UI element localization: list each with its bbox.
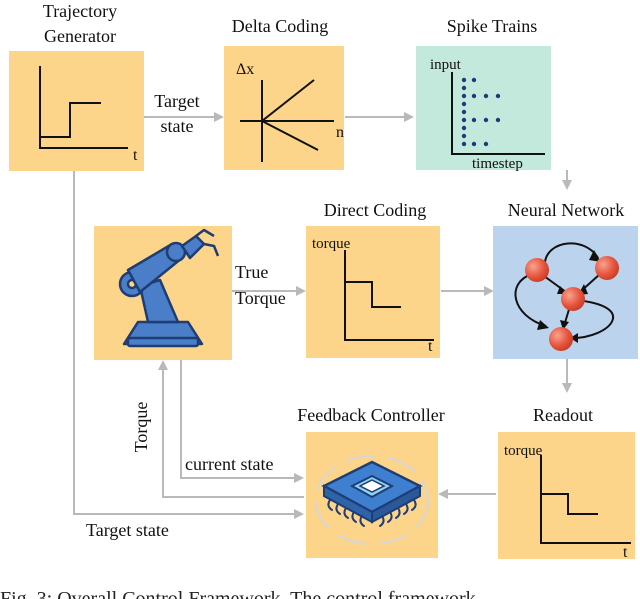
spike-dot	[471, 77, 477, 83]
figure-caption: Fig. 3: Overall Control Framework. The c…	[0, 588, 476, 599]
spike-title: Spike Trains	[447, 16, 538, 36]
block-robot-arm	[94, 226, 232, 360]
spike-axis-y: input	[430, 57, 462, 73]
delta-axis-x: n	[336, 124, 344, 141]
direct-axes	[344, 250, 434, 341]
delta-down-ray	[261, 120, 319, 151]
delta-box	[224, 46, 344, 170]
spike-dot	[471, 117, 477, 123]
trajectory-axes	[39, 66, 128, 149]
readout-signal	[541, 493, 598, 515]
arrow-controller-torque-to-robot	[158, 360, 304, 498]
spike-dot	[461, 133, 467, 139]
direct-signal	[345, 281, 401, 308]
network-node	[561, 287, 585, 311]
trajectory-title-line1: Trajectory	[43, 1, 117, 21]
block-readout: Readout torque t	[498, 405, 635, 561]
spike-dot	[461, 101, 467, 107]
block-feedback-controller: Feedback Controller	[297, 405, 445, 558]
block-direct-coding: Direct Coding torque t	[306, 200, 440, 358]
spike-axis-x: timestep	[472, 156, 523, 172]
edge-label-target-line1: Target	[154, 91, 199, 111]
readout-box	[498, 432, 635, 559]
edge-label-target-line2: state	[161, 116, 194, 136]
readout-axis-y: torque	[504, 443, 543, 459]
edge-label-current-state: current state	[185, 454, 273, 474]
trajectory-box	[9, 51, 144, 171]
trajectory-axis-t: t	[133, 147, 138, 164]
spike-dot	[471, 93, 477, 99]
block-spike-trains: Spike Trains input timestep	[416, 16, 551, 172]
block-trajectory-generator: Trajectory Generator t	[9, 1, 144, 171]
trajectory-step-signal	[40, 102, 101, 138]
connectors	[73, 112, 572, 519]
arrow-target-state-to-controller	[73, 170, 304, 519]
delta-axis-y: Δx	[236, 61, 254, 78]
spike-dot	[461, 141, 467, 147]
edge-label-torque: Torque	[235, 288, 286, 308]
spike-dot	[483, 141, 489, 147]
spike-dot	[461, 125, 467, 131]
network-node	[595, 256, 619, 280]
spike-dot	[461, 93, 467, 99]
direct-axis-y: torque	[312, 236, 351, 252]
network-arrowheads	[537, 250, 601, 343]
spike-dot	[461, 85, 467, 91]
network-title: Neural Network	[508, 200, 624, 220]
robot-arm-icon	[118, 228, 220, 348]
spike-dot	[461, 77, 467, 83]
spike-box	[416, 46, 551, 170]
delta-up-ray	[261, 79, 315, 122]
network-node	[549, 327, 573, 351]
network-node	[525, 258, 549, 282]
edge-label-torque-vertical: Torque	[131, 402, 151, 453]
readout-axes	[540, 455, 631, 544]
spike-dot	[461, 109, 467, 115]
spike-dot	[495, 93, 501, 99]
block-neural-network: Neural Network	[493, 200, 638, 359]
spike-dots	[461, 77, 501, 147]
spike-dot	[495, 117, 501, 123]
spike-dot	[461, 117, 467, 123]
readout-axis-x: t	[623, 544, 628, 561]
controller-title: Feedback Controller	[297, 405, 444, 425]
readout-title: Readout	[533, 405, 593, 425]
edge-label-target-state: Target state	[86, 520, 169, 540]
spike-dot	[471, 141, 477, 147]
direct-title: Direct Coding	[324, 200, 426, 220]
direct-axis-x: t	[428, 338, 433, 355]
arrow-robot-state-to-controller	[180, 360, 304, 483]
spike-dot	[483, 93, 489, 99]
chip-icon	[315, 455, 429, 545]
edge-label-true: True	[235, 262, 268, 282]
block-delta-coding: Delta Coding Δx n	[224, 16, 344, 170]
spike-axes	[451, 72, 545, 155]
spike-dot	[483, 117, 489, 123]
trajectory-title-line2: Generator	[44, 26, 116, 46]
delta-title: Delta Coding	[232, 16, 329, 36]
